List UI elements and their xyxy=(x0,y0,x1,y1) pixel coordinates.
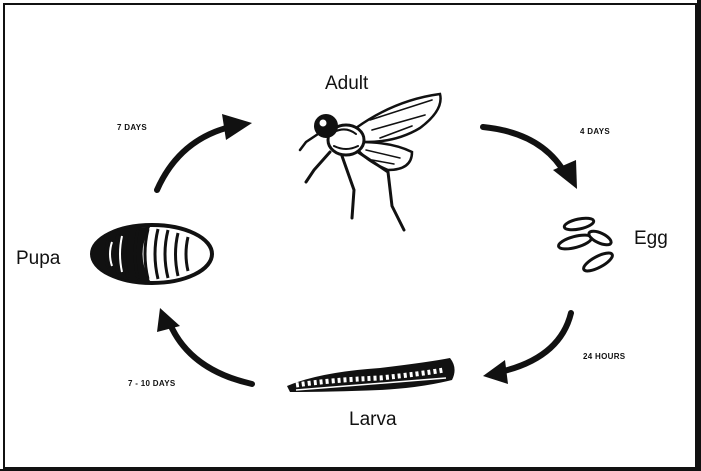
egg-label: Egg xyxy=(634,228,668,249)
pupa-to-adult-arrow xyxy=(157,114,252,190)
adult-to-egg-duration: 4 DAYS xyxy=(580,127,610,136)
larva-label: Larva xyxy=(349,409,397,430)
adult-fly-icon xyxy=(300,94,441,230)
egg-icon xyxy=(557,216,615,274)
larva-icon xyxy=(287,358,455,392)
pupa-icon xyxy=(92,225,212,283)
larva-to-pupa-arrow xyxy=(157,308,252,384)
egg-to-larva-duration: 24 HOURS xyxy=(583,352,626,361)
egg-to-larva-arrow xyxy=(483,313,571,384)
larva-to-pupa-duration: 7 - 10 DAYS xyxy=(128,379,176,388)
pupa-to-adult-duration: 7 DAYS xyxy=(117,123,147,132)
pupa-label: Pupa xyxy=(16,248,61,269)
adult-label: Adult xyxy=(325,73,369,94)
adult-to-egg-arrow xyxy=(483,127,577,189)
